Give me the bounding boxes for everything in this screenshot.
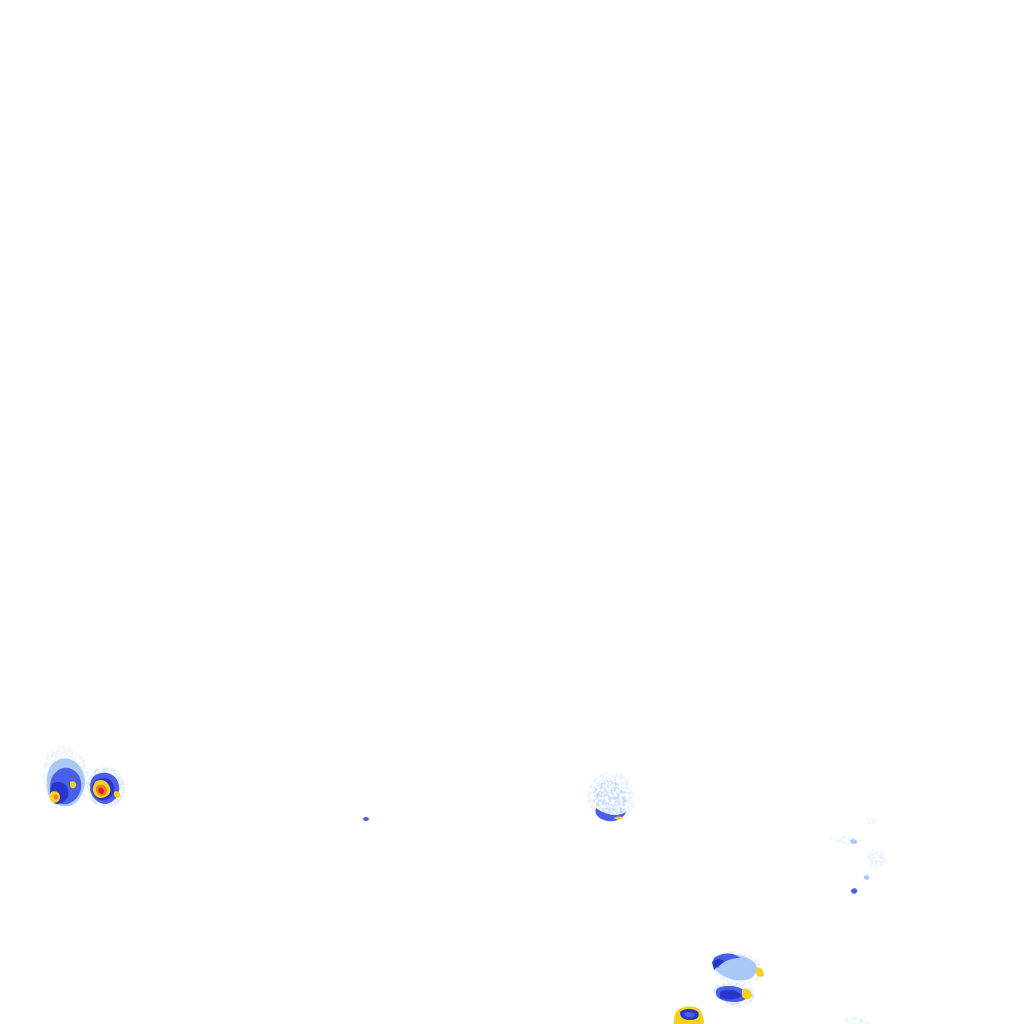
echo-cell-center	[587, 771, 635, 822]
echo-moderate	[363, 817, 369, 821]
echo-very-light	[828, 835, 862, 845]
echo-intense	[756, 967, 764, 977]
echo-light	[863, 875, 870, 880]
echo-heavy	[720, 989, 742, 1000]
echo-intense	[114, 791, 121, 798]
echo-very-light	[844, 1017, 870, 1024]
echo-moderate	[851, 888, 858, 894]
echo-extreme	[54, 794, 58, 800]
echo-moderate	[684, 1011, 695, 1018]
echo-cell-southeast-lower	[712, 982, 755, 1006]
echo-severe	[98, 787, 104, 795]
echo-light	[850, 839, 858, 844]
echo-intense	[742, 989, 752, 999]
echo-cell-west-b	[87, 767, 125, 808]
echo-intense	[614, 816, 623, 820]
echo-heavy	[712, 959, 724, 970]
echo-light	[593, 781, 628, 818]
echo-very-light	[866, 817, 877, 825]
echo-cell-west-a	[42, 746, 89, 808]
echo-intense	[70, 781, 77, 789]
echo-cell-east-scatter	[828, 817, 887, 894]
echo-very-light	[866, 848, 887, 869]
echo-cell-speck	[363, 817, 369, 821]
echo-cell-south-small	[674, 1006, 870, 1024]
echo-cell-southeast-upper	[709, 951, 764, 985]
